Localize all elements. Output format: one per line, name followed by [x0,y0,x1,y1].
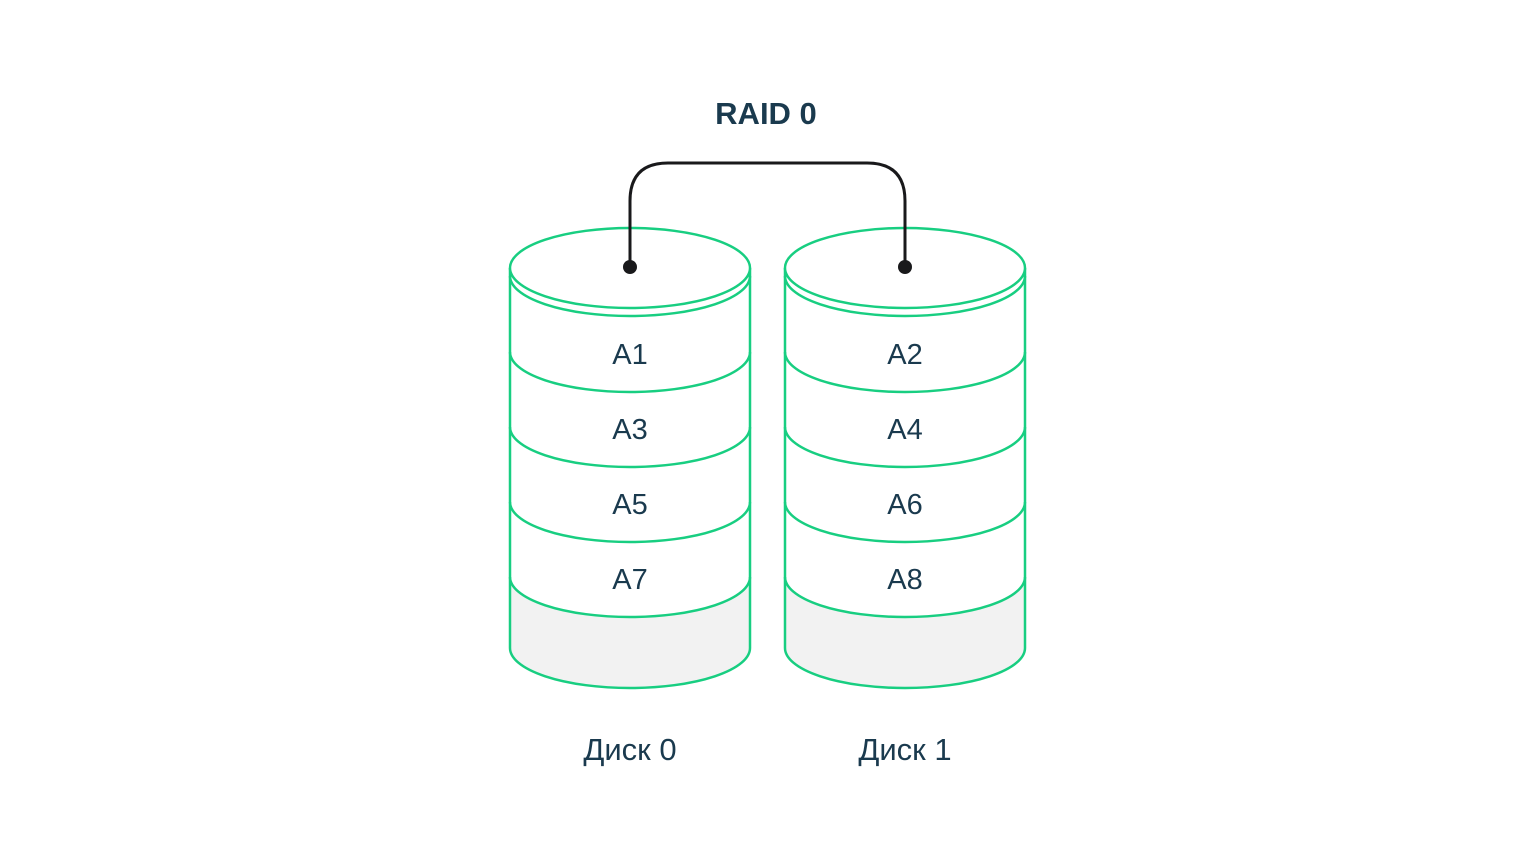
disk-1-side-walls [783,268,1027,648]
disk-0-cylinder: A1 A3 A5 A7 [508,226,752,690]
disk-0-side-walls [508,268,752,648]
block-label: A2 [887,339,922,371]
disk-0-rim-arc [508,275,752,318]
disk-1-divider-arc-1 [783,351,1027,394]
disk-1-divider-arc-3 [783,501,1027,544]
disk-1-empty-segment [785,577,1025,688]
connector-line [628,161,907,269]
block-label: A1 [612,339,647,371]
connector-dot-left [623,260,637,274]
disk-0-bottom-arc [508,647,752,690]
disk-0-label: Диск 0 [583,732,676,767]
disk-0-divider-arc-2 [508,426,752,469]
block-label: A6 [887,489,922,521]
block-label: A5 [612,489,647,521]
disk-0-divider-arc-3 [508,501,752,544]
block-label: A4 [887,414,922,446]
block-label: A7 [612,564,647,596]
diagram-title: RAID 0 [715,96,817,131]
disk-0-divider-arc-4 [508,576,752,619]
disk-1-bottom-arc [783,647,1027,690]
connector-dot-right [898,260,912,274]
disk-0-empty-segment [510,577,750,688]
disk-1-label: Диск 1 [858,732,951,767]
block-label: A8 [887,564,922,596]
block-label: A3 [612,414,647,446]
disk-0-divider-arc-1 [508,351,752,394]
disk-1-divider-arc-2 [783,426,1027,469]
disk-1-cylinder: A2 A4 A6 A8 [783,226,1027,690]
disk-1-rim-arc [783,275,1027,318]
disk-1-divider-arc-4 [783,576,1027,619]
